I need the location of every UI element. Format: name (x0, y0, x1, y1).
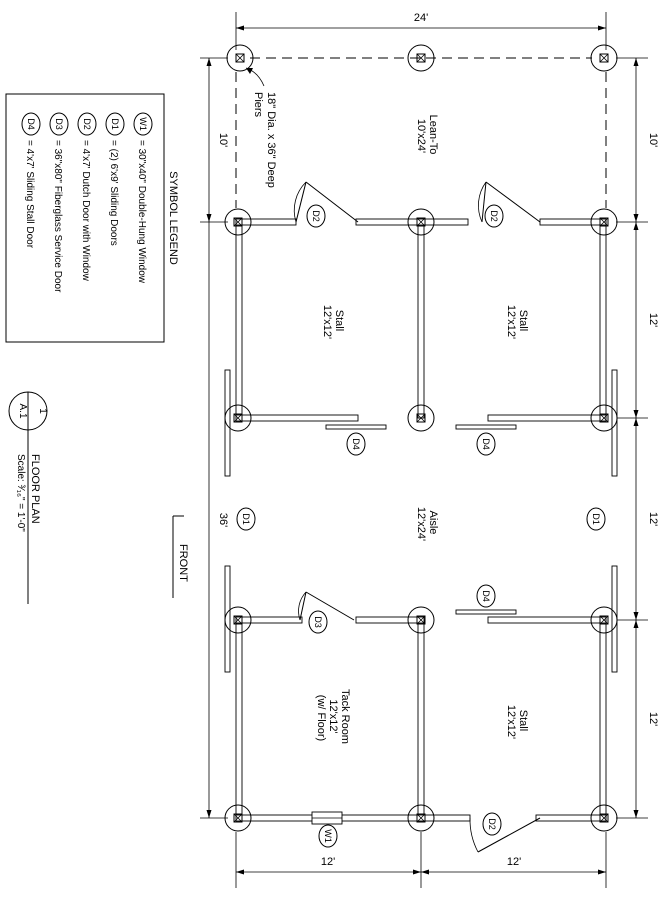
dimension-lines (200, 12, 648, 888)
legend-tag-circle (49, 112, 69, 136)
pier-note-line-1: 18" Dia. x 36" Deep (265, 92, 277, 188)
room-aisle: Aisle 12'x24' (415, 507, 439, 541)
pier-note: 18" Dia. x 36" Deep Piers (245, 67, 277, 191)
svg-text:W1: W1 (323, 829, 333, 843)
tag-d2-top-left: D2 (306, 204, 326, 228)
tag-d2-bottom-right: D2 (482, 812, 502, 836)
room-lean-to: Lean-To 10'x24' (415, 115, 439, 158)
tag-d4-bottom-right: D4 (476, 584, 496, 608)
legend-text: = 4'x7' Dutch Door with Window (80, 140, 91, 282)
svg-text:D2: D2 (489, 210, 499, 222)
room-stall-tl: Stall 12'x12' (321, 305, 345, 339)
legend-text: = 30"x40" Double-Hung Window (136, 140, 147, 284)
legend-item-d1: D1 = (2) 6'x9' Sliding Doors (105, 112, 125, 246)
dim-right-3: 12' (647, 512, 659, 526)
symbol-legend: SYMBOL LEGEND W1 = 30"x40" Double-Hung Wi… (5, 93, 179, 343)
tag-w1: W1 (318, 824, 338, 848)
pier (224, 404, 252, 432)
legend-tag: D3 (54, 118, 64, 130)
tag-d1-right: D1 (586, 507, 606, 531)
svg-text:D3: D3 (313, 616, 323, 628)
pier (590, 804, 618, 832)
dim-left-overall: 36' (217, 513, 229, 527)
front-marker: FRONT (172, 515, 189, 598)
room-stall-tr: Stall 12'x12' (505, 305, 529, 339)
tag-d2-top-right: D2 (484, 204, 504, 228)
pier (590, 208, 618, 236)
door-window-tags: D2 D2 D4 D4 D1 D1 D4 D3 (236, 204, 606, 848)
legend-item-w1: W1 = 30"x40" Double-Hung Window (133, 112, 153, 284)
dim-right-4: 12' (647, 712, 659, 726)
pier (407, 404, 435, 432)
legend-tag: W1 (138, 117, 148, 131)
lean-to-outline (235, 57, 607, 208)
sliding-stall-doors (325, 424, 517, 615)
tag-d4-top-right: D4 (476, 432, 496, 456)
dim-right-2: 12' (647, 313, 659, 327)
pier (226, 44, 254, 72)
legend-items: W1 = 30"x40" Double-Hung Window D1 = (2) 6'… (21, 112, 153, 293)
plan-title: FLOOR PLAN (29, 454, 41, 524)
piers (224, 44, 618, 832)
legend-tag: D1 (110, 118, 120, 130)
dim-left-lean-to: 10' (217, 133, 229, 147)
legend-title: SYMBOL LEGEND (167, 171, 179, 265)
pier (407, 606, 435, 634)
legend-item-d2: D2 = 4'x7' Dutch Door with Window (77, 112, 97, 282)
legend-tag: D4 (26, 118, 36, 130)
tag-d4-top-left: D4 (346, 432, 366, 456)
pier-note-line-2: Piers (252, 92, 264, 118)
svg-text:D2: D2 (311, 210, 321, 222)
svg-text:D4: D4 (351, 438, 361, 450)
walls (235, 218, 607, 822)
legend-text: = (2) 6'x9' Sliding Doors (108, 140, 119, 246)
legend-tag: D2 (82, 118, 92, 130)
svg-text:D1: D1 (591, 513, 601, 525)
legend-tag-circle (21, 112, 41, 136)
dim-right-1: 10' (647, 133, 659, 147)
plan-scale: Scale: ³⁄₁₆" = 1'-0" (15, 454, 26, 532)
pier (224, 804, 252, 832)
pier (407, 208, 435, 236)
sliding-door-panels (224, 369, 618, 673)
svg-text:D2: D2 (487, 818, 497, 830)
tag-d3: D3 (308, 610, 328, 634)
room-labels: Lean-To 10'x24' Stall 12'x12' Stall 12'x… (315, 115, 529, 747)
swing-doors (293, 181, 541, 853)
svg-text:D4: D4 (481, 438, 491, 450)
room-tack-room: Tack Room 12'x12' (w/ Floor) (315, 689, 351, 747)
dimension-text: 24' 10' 36' 10' 12' 12' 12' 12' 12' (217, 12, 659, 868)
tag-d1-left: D1 (236, 507, 256, 531)
pier (407, 44, 435, 72)
svg-text:D4: D4 (481, 590, 491, 602)
svg-text:D1: D1 (241, 513, 251, 525)
dim-bottom-1: 12' (321, 856, 335, 868)
title-block: 1 A.1 FLOOR PLAN Scale: ³⁄₁₆" = 1'-0" (8, 391, 48, 604)
legend-item-d3: D3 = 36"x80" Fiberglass Service Door (49, 112, 69, 293)
legend-tag-circle (105, 112, 125, 136)
detail-number: 1 (37, 408, 48, 414)
sheet-number: A.1 (17, 403, 28, 418)
pier (590, 44, 618, 72)
legend-tag-circle (133, 112, 153, 136)
pier (224, 606, 252, 634)
svg-text:18" Dia. x 36" Deep Pier: 18" Dia. x 36" Deep Piers (252, 92, 277, 191)
pier (407, 804, 435, 832)
front-label: FRONT (177, 544, 189, 582)
dim-top: 24' (414, 12, 428, 24)
pier (590, 606, 618, 634)
room-stall-br: Stall 12'x12' (505, 705, 529, 739)
legend-tag-circle (77, 112, 97, 136)
pier (590, 404, 618, 432)
dim-bottom-2: 12' (507, 856, 521, 868)
legend-text: = 36"x80" Fiberglass Service Door (52, 140, 63, 293)
legend-text: = 4'x7' Sliding Stall Door (24, 140, 35, 249)
legend-item-d4: D4 = 4'x7' Sliding Stall Door (21, 112, 41, 249)
pier (224, 208, 252, 236)
